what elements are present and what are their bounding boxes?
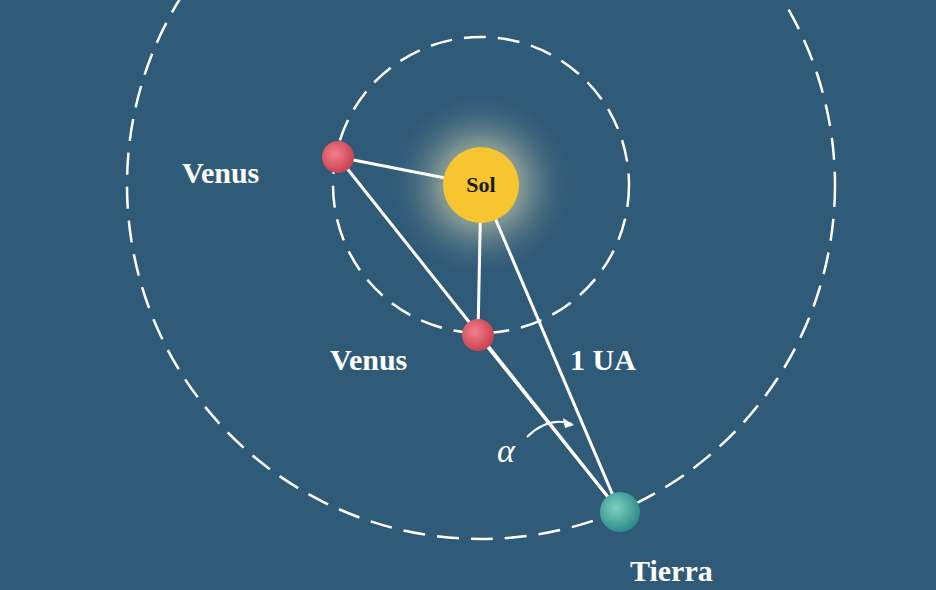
planet-label: Tierra bbox=[630, 556, 713, 586]
distance-label: 1 UA bbox=[570, 345, 636, 375]
earth-planet bbox=[600, 492, 640, 532]
earth-orbit bbox=[127, 0, 835, 539]
angle-label: α bbox=[497, 434, 515, 468]
angle-arrowhead bbox=[563, 418, 574, 428]
sun-label: Sol bbox=[466, 172, 495, 198]
venus-orbit bbox=[333, 37, 629, 333]
planet-label: Venus bbox=[182, 158, 259, 188]
planet-label: Venus bbox=[330, 345, 407, 375]
venus-planet bbox=[322, 141, 354, 173]
sun-circle: Sol bbox=[443, 147, 519, 223]
venus-planet bbox=[462, 319, 494, 351]
